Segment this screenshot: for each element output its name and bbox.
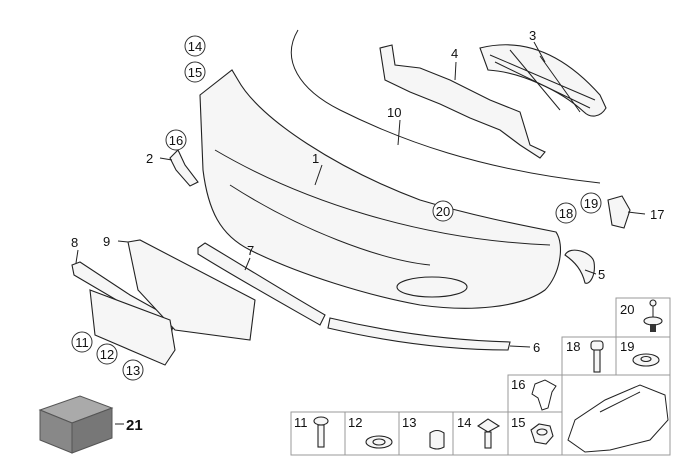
callout-3[interactable]: 3 — [529, 28, 536, 43]
part-3-grille[interactable] — [479, 44, 607, 117]
grid-cell-19[interactable]: 19 — [620, 339, 660, 367]
callout-19[interactable]: 19 — [580, 192, 602, 214]
square-bolt-icon — [476, 418, 501, 449]
callout-7[interactable]: 7 — [247, 243, 254, 258]
svg-text:13: 13 — [126, 363, 140, 378]
callout-21[interactable]: 21 — [126, 417, 143, 434]
svg-text:15: 15 — [511, 415, 525, 430]
part-2-tow-cover[interactable] — [169, 149, 199, 187]
callout-11[interactable]: 11 — [71, 331, 93, 353]
callout-20[interactable]: 20 — [432, 200, 454, 222]
part-17-bracket[interactable] — [607, 195, 631, 229]
part-21-box-icon — [38, 395, 114, 454]
hex-bolt-icon — [590, 340, 604, 373]
svg-text:15: 15 — [188, 65, 202, 80]
rivet-icon — [643, 299, 663, 332]
svg-text:12: 12 — [100, 347, 114, 362]
grid-cell-16[interactable]: 16 — [511, 377, 557, 411]
svg-text:12: 12 — [348, 415, 362, 430]
leader-lines — [75, 41, 646, 425]
grid-cell-14[interactable]: 14 — [457, 415, 501, 449]
callout-6[interactable]: 6 — [533, 340, 540, 355]
callout-18[interactable]: 18 — [555, 202, 577, 224]
part-4-bracket[interactable] — [379, 44, 546, 159]
callout-9[interactable]: 9 — [103, 234, 110, 249]
svg-text:11: 11 — [294, 415, 308, 430]
svg-text:14: 14 — [457, 415, 471, 430]
part-6-lower-strip[interactable] — [327, 317, 511, 351]
cap-icon — [429, 429, 445, 450]
callout-12[interactable]: 12 — [96, 343, 118, 365]
grid-cell-15[interactable]: 15 — [511, 415, 554, 445]
callout-16[interactable]: 16 — [165, 129, 187, 151]
washer-icon — [632, 353, 660, 367]
svg-text:19: 19 — [620, 339, 634, 354]
svg-text:20: 20 — [436, 204, 450, 219]
callout-15[interactable]: 15 — [184, 61, 206, 83]
washer-icon — [365, 435, 393, 449]
callout-10[interactable]: 10 — [387, 105, 401, 120]
car-silhouette-icon — [567, 384, 669, 453]
svg-text:20: 20 — [620, 302, 634, 317]
grid-cell-20[interactable]: 20 — [620, 299, 663, 332]
hood-outline — [290, 29, 601, 184]
svg-text:19: 19 — [584, 196, 598, 211]
bracket-clip-icon — [531, 379, 557, 411]
part-7-strip[interactable] — [197, 242, 326, 326]
part-11-13-plate-holder[interactable] — [89, 289, 176, 366]
callout-5[interactable]: 5 — [598, 267, 605, 282]
nut-icon — [530, 423, 554, 445]
svg-text:16: 16 — [511, 377, 525, 392]
svg-text:16: 16 — [169, 133, 183, 148]
svg-text:14: 14 — [188, 39, 202, 54]
callout-14[interactable]: 14 — [184, 35, 206, 57]
svg-text:13: 13 — [402, 415, 416, 430]
grid-cell-13[interactable]: 13 — [402, 415, 445, 450]
callout-1[interactable]: 1 — [312, 151, 319, 166]
svg-text:18: 18 — [566, 339, 580, 354]
svg-text:11: 11 — [75, 335, 89, 350]
grid-cell-12[interactable]: 12 — [348, 415, 393, 449]
part-1-bumper[interactable] — [199, 69, 562, 309]
callout-4[interactable]: 4 — [451, 46, 458, 61]
callout-17[interactable]: 17 — [650, 207, 664, 222]
screw-icon — [313, 416, 329, 448]
grid-cell-11[interactable]: 11 — [294, 415, 329, 448]
part-5-fog-trim[interactable] — [564, 249, 595, 284]
callout-2[interactable]: 2 — [146, 151, 153, 166]
callout-13[interactable]: 13 — [122, 359, 144, 381]
callout-8[interactable]: 8 — [71, 235, 78, 250]
grid-cell-car — [567, 384, 669, 453]
grid-cell-18[interactable]: 18 — [566, 339, 604, 373]
svg-text:18: 18 — [559, 206, 573, 221]
part-9-frame[interactable] — [127, 239, 256, 341]
